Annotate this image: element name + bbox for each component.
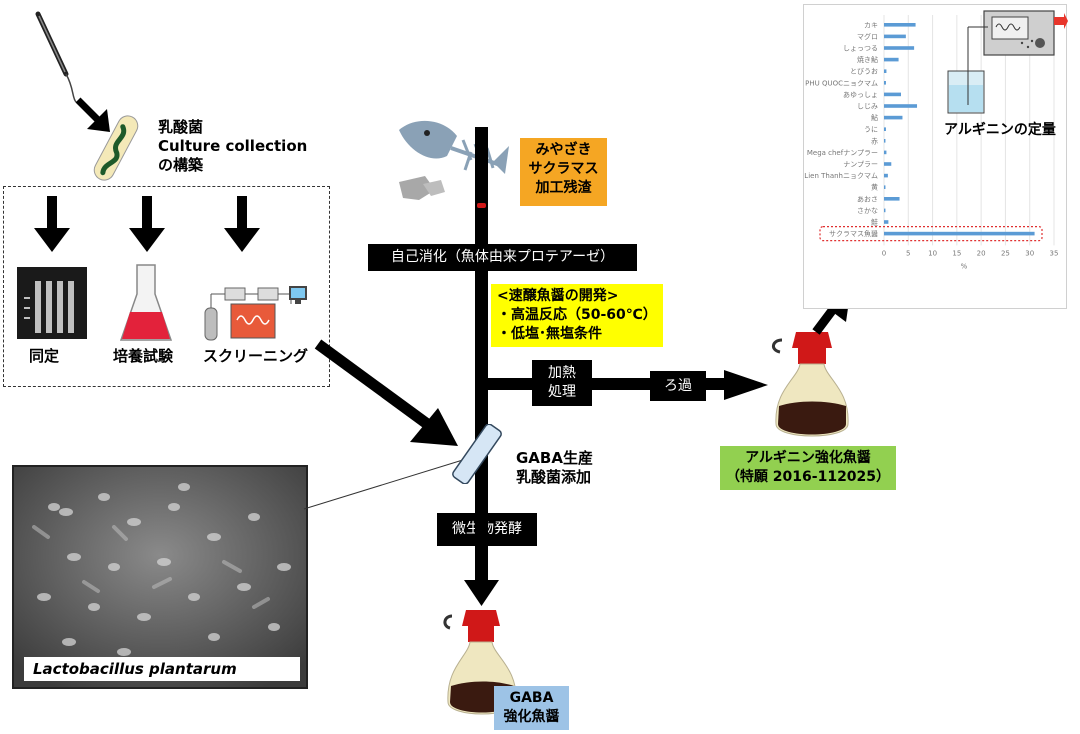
process-main-line	[475, 127, 488, 485]
method-label-culture-test: 培養試験	[113, 347, 174, 365]
chart-category-label: しょっつる	[843, 45, 878, 53]
arrow-to-arginine-product	[724, 370, 768, 400]
quantification-label: アルギニンの定量	[944, 122, 1056, 138]
source-material-label: みやざき サクラマス 加工残渣	[520, 138, 607, 206]
chart-category-label: うに	[864, 126, 878, 134]
chart-bar	[884, 81, 886, 85]
step-autolysis: 自己消化（魚体由来プロテアーゼ）	[368, 244, 637, 271]
micrograph-connector	[303, 458, 467, 510]
chart-bar	[884, 115, 903, 120]
method-label-identification: 同定	[29, 347, 60, 365]
chart-x-axis-label: %	[961, 262, 968, 270]
chart-bar	[884, 57, 899, 62]
gaba-lactic-bacteria-tube-icon	[452, 424, 502, 484]
chart-category-label: さかな	[857, 207, 878, 215]
arrow-to-gaba-addition	[314, 339, 458, 446]
chart-category-label: ナンプラー	[843, 161, 878, 169]
methods-box	[3, 186, 330, 387]
amino-acid-analyzer-icon	[947, 10, 1068, 114]
lower-line	[475, 484, 488, 584]
chart-category-label: マグロ	[857, 32, 878, 41]
chart-category-label: 赤	[871, 137, 878, 145]
gaba-product-label: GABA 強化魚醤	[494, 686, 569, 730]
chart-category-label: とびうお	[850, 68, 878, 76]
chart-bar	[884, 139, 886, 143]
chart-x-tick-label: 20	[977, 249, 986, 257]
arrow-to-gaba-product	[464, 580, 499, 606]
chart-bar	[884, 197, 900, 201]
chart-bar	[884, 23, 916, 27]
arrow-down-right	[75, 97, 110, 132]
chart-bar	[884, 162, 892, 166]
chart-x-tick-label: 5	[906, 249, 910, 257]
method-label-screening: スクリーニング	[203, 347, 309, 365]
chart-bar	[884, 46, 915, 50]
culture-title-line1: 乳酸菌	[158, 118, 204, 136]
gaba-addition-label: GABA生産 乳酸菌添加	[516, 449, 593, 486]
culture-tube-icon	[93, 115, 139, 181]
arginine-chart-panel: 0 5 10 15 20 25 30 35% カキマグロしょっつる焼き鮎とびうお PHU QUOC…	[803, 4, 1068, 309]
culture-title-line2: Culture collection	[158, 137, 308, 155]
chart-category-label: 焼き鮎	[857, 55, 878, 64]
chart-bar	[884, 208, 886, 213]
chart-bar	[884, 173, 888, 178]
bacteria-micrograph-image	[14, 467, 306, 687]
culture-title-line3: の構築	[158, 156, 204, 174]
chart-bar	[884, 127, 886, 131]
drip-mark	[477, 203, 486, 208]
gel-electrophoresis-icon	[17, 267, 87, 339]
chart-x-tick-label: 25	[1001, 249, 1010, 257]
screening-apparatus-icon	[204, 286, 307, 341]
chart-bar	[884, 231, 1035, 236]
chart-bar	[884, 185, 886, 189]
chart-x-tick-label: 10	[928, 249, 937, 257]
process-conditions-box: <速醸魚醤の開発> ・高温反応（50-60℃） ・低塩･無塩条件	[491, 284, 663, 347]
arginine-fish-sauce-bottle-icon	[772, 332, 849, 437]
method-arrows	[34, 196, 260, 252]
chart-bar	[884, 150, 887, 155]
chart-bar	[884, 69, 887, 73]
fish-skeleton-icon	[399, 120, 509, 200]
chart-category-label: 鮭	[871, 218, 878, 227]
micrograph-caption: Lactobacillus plantarum	[33, 660, 237, 678]
chart-category-label: しじみ	[857, 103, 878, 111]
arginine-product-label: アルギニン強化魚醤 （特願 2016-112025）	[720, 446, 896, 490]
chart-category-label: あおさ	[857, 195, 878, 203]
chart-bar	[884, 220, 889, 224]
chart-category-label: あゆっしょ	[843, 91, 878, 99]
chart-category-label: Lien Thanhニョクマム	[804, 172, 878, 180]
chart-bar	[884, 34, 906, 39]
chart-category-label: 黄	[871, 183, 878, 192]
culture-flask-icon	[119, 264, 173, 341]
step-heat-treatment: 加熱 処理	[532, 360, 592, 406]
inoculation-loop-icon	[35, 11, 77, 103]
chart-category-label: PHU QUOCニョクマム	[805, 79, 878, 87]
chart-bar	[884, 92, 901, 97]
chart-bar	[884, 104, 918, 108]
step-filtration: ろ過	[650, 371, 706, 401]
chart-x-tick-label: 0	[882, 249, 886, 257]
micrograph-frame: Lactobacillus plantarum	[12, 465, 308, 689]
chart-category-label: カキ	[864, 21, 878, 29]
chart-category-label: 鮎	[871, 113, 878, 122]
chart-x-tick-label: 30	[1025, 249, 1034, 257]
chart-x-tick-label: 15	[952, 249, 961, 257]
chart-category-label: サクラマス魚醤	[829, 229, 878, 238]
chart-x-tick-label: 35	[1050, 249, 1059, 257]
chart-highlight-frame	[819, 226, 1043, 242]
chart-category-label: Mega chefナンプラー	[807, 149, 878, 157]
